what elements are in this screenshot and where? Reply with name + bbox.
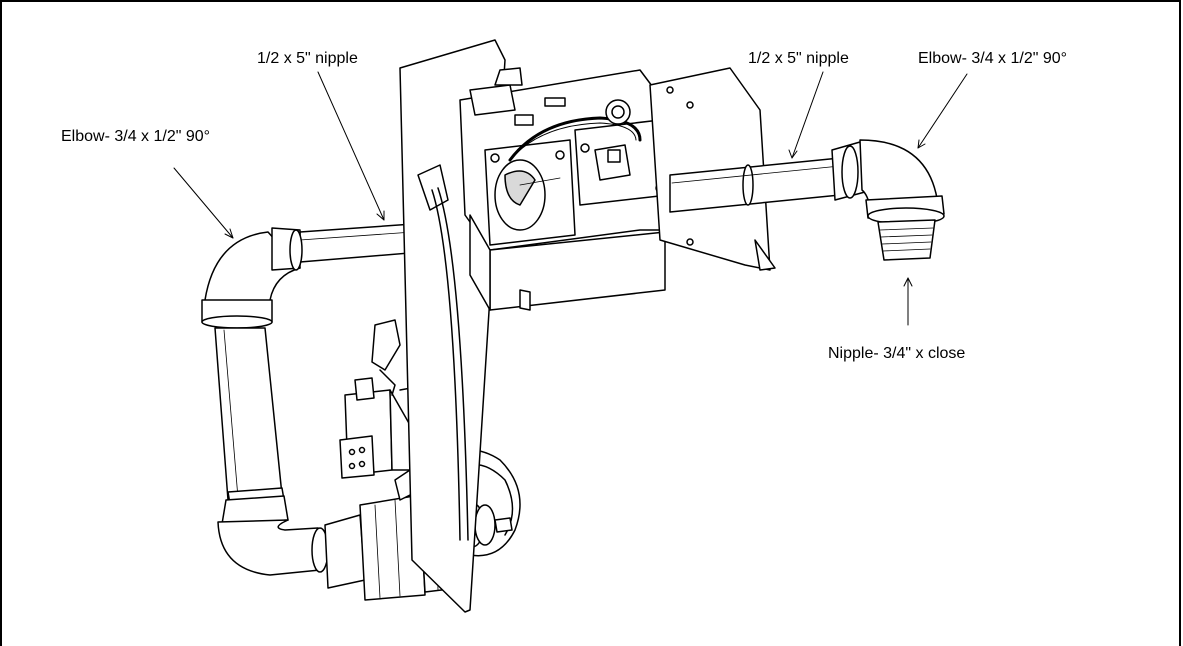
left-elbow bbox=[201, 227, 303, 329]
leader-lines bbox=[173, 71, 968, 326]
left-vertical-pipe bbox=[214, 327, 289, 525]
leader-nipple-right bbox=[791, 71, 824, 159]
bottom-elbow bbox=[217, 519, 329, 576]
label-nipple-left: 1/2 x 5" nipple bbox=[257, 50, 358, 67]
right-nipple-pipe bbox=[669, 157, 841, 213]
leader-nipple-left bbox=[317, 71, 385, 221]
gas-valve-body bbox=[459, 67, 671, 311]
leader-elbow-right bbox=[917, 73, 968, 149]
label-elbow-left: Elbow- 3/4 x 1/2" 90° bbox=[61, 128, 211, 145]
label-nipple-right: 1/2 x 5" nipple bbox=[748, 50, 849, 67]
label-nipple-close: Nipple- 3/4" x close bbox=[828, 345, 966, 362]
label-elbow-right: Elbow- 3/4 x 1/2" 90° bbox=[918, 50, 1068, 67]
right-elbow bbox=[831, 139, 945, 225]
right-close-nipple bbox=[877, 219, 936, 261]
pilot-valve bbox=[339, 319, 461, 501]
leader-elbow-left bbox=[173, 167, 234, 239]
right-bracket bbox=[649, 67, 776, 271]
